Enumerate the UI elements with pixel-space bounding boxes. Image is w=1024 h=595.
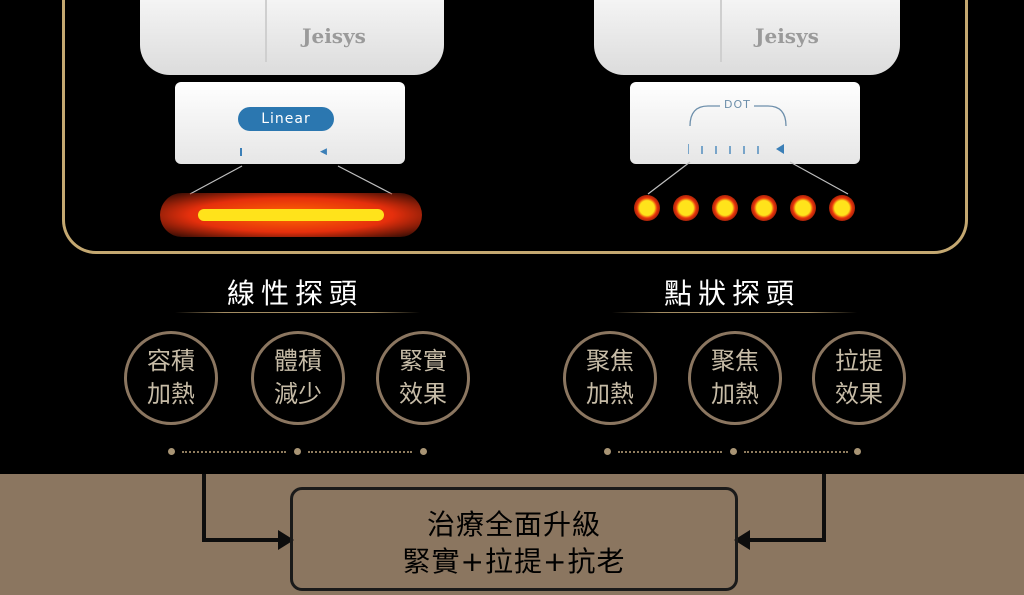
benefit-line: 聚焦 [586, 347, 634, 375]
left-connector-line [202, 538, 282, 542]
dot-heat-point [751, 195, 777, 221]
dot-heat-point [790, 195, 816, 221]
result-box [290, 487, 738, 591]
benefit-line: 拉提 [835, 347, 883, 375]
benefit-line: 效果 [399, 380, 447, 408]
connector-dot [294, 448, 301, 455]
dot-probe-tip [630, 82, 860, 164]
dot-heat-point [673, 195, 699, 221]
benefit-line: 減少 [274, 380, 322, 408]
linear-title-divider [175, 312, 420, 313]
dot-heat-point [634, 195, 660, 221]
dot-probe-seam [720, 0, 722, 62]
connector-dot [168, 448, 175, 455]
benefit-line: 效果 [835, 380, 883, 408]
benefit-line: 聚焦 [711, 347, 759, 375]
right-connector-line [822, 474, 826, 542]
benefit-line: 緊實 [399, 347, 447, 375]
linear-probe-title: 線性探頭 [226, 277, 363, 310]
benefit-line: 加熱 [711, 380, 759, 408]
right-connector-line [748, 538, 826, 542]
left-arrow-icon [734, 530, 750, 550]
projection-lines [189, 161, 849, 195]
connector-dot [604, 448, 611, 455]
dot-title-divider [612, 312, 857, 313]
linear-probe-arrow-icon: ◀ [320, 147, 327, 157]
connector-dotted-line [618, 451, 722, 453]
linear-probe-seam [265, 0, 267, 62]
benefit-circle: 緊實 效果 [376, 331, 470, 425]
benefit-line: 體積 [274, 347, 322, 375]
left-connector-line [202, 474, 206, 542]
benefit-line: 容積 [147, 347, 195, 375]
benefit-line: 加熱 [147, 380, 195, 408]
dot-probe-tag: DOT [724, 98, 751, 111]
linear-probe-brand: Jeisys [302, 24, 366, 48]
dot-probe-title: 點狀探頭 [663, 277, 800, 310]
linear-probe-handle [140, 0, 444, 75]
result-headline: 治療全面升級 [426, 508, 601, 541]
gold-frame [62, 0, 968, 254]
connector-dot [730, 448, 737, 455]
dot-heat-point [712, 195, 738, 221]
linear-heat-core [198, 209, 384, 221]
result-benefits: 緊實+拉提+抗老 [402, 545, 626, 578]
linear-probe-tag: Linear [238, 107, 334, 131]
bottom-brown-band [0, 474, 1024, 595]
connector-dot [854, 448, 861, 455]
dot-heat-point [829, 195, 855, 221]
benefit-circle: 體積 減少 [251, 331, 345, 425]
connector-dotted-line [182, 451, 286, 453]
dot-probe-handle [594, 0, 900, 75]
connector-dotted-line [308, 451, 412, 453]
benefit-circle: 聚焦 加熱 [688, 331, 782, 425]
benefit-circle: 容積 加熱 [124, 331, 218, 425]
connector-dotted-line [744, 451, 848, 453]
benefit-circle: 聚焦 加熱 [563, 331, 657, 425]
right-arrow-icon [278, 530, 294, 550]
connector-dot [420, 448, 427, 455]
linear-probe-mark [240, 148, 242, 156]
benefit-circle: 拉提 效果 [812, 331, 906, 425]
dot-probe-bracket-icon [688, 105, 787, 154]
dot-probe-brand: Jeisys [755, 24, 819, 48]
benefit-line: 加熱 [586, 380, 634, 408]
